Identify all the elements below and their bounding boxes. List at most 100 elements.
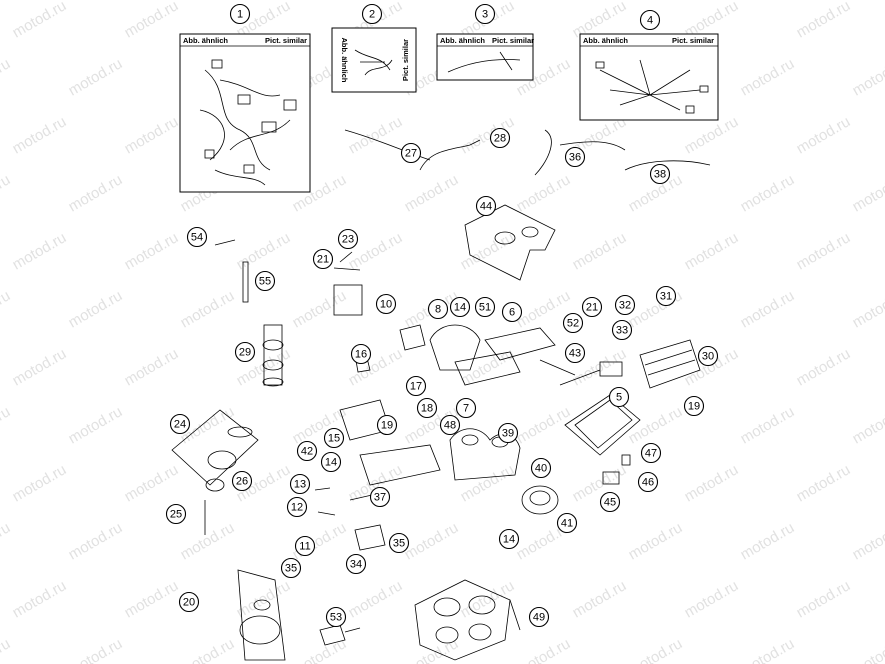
callout-20: 20 (178, 591, 200, 613)
callout-46: 46 (637, 471, 659, 493)
callout-25: 25 (165, 503, 187, 525)
watermark-text: motod.ru (66, 287, 126, 331)
watermark-text: motod.ru (794, 577, 854, 621)
callout-label: 52 (567, 318, 579, 330)
watermark-text: motod.ru (178, 287, 238, 331)
callout-label: 39 (502, 428, 514, 440)
watermark-text: motod.ru (234, 229, 294, 273)
watermark-text: motod.ru (794, 461, 854, 505)
watermark-text: motod.ru (122, 113, 182, 157)
callout-label: 14 (503, 534, 515, 546)
box2-label-right: Pict. similar (401, 39, 410, 81)
watermark-text: motod.ru (66, 55, 126, 99)
callout-label: 36 (569, 152, 581, 164)
ecu-bracket-drawing (399, 324, 601, 386)
small-sensors-lower-drawing (314, 487, 386, 551)
callout-10: 10 (375, 293, 397, 315)
callout-29: 29 (234, 341, 256, 363)
intake-39-drawing (449, 428, 521, 481)
callout-label: 46 (642, 477, 654, 489)
callout-label: 35 (285, 563, 297, 575)
callout-6: 6 (501, 301, 523, 323)
callout-40: 40 (530, 457, 552, 479)
callout-label: 51 (479, 302, 491, 314)
watermark-text: motod.ru (570, 577, 630, 621)
relay-45-drawing (602, 454, 631, 485)
watermark-text: motod.ru (738, 403, 798, 447)
watermark-text: motod.ru (458, 345, 518, 389)
callout-label: 37 (374, 492, 386, 504)
relay-29-drawing (262, 324, 284, 387)
callout-label: 34 (350, 559, 362, 571)
callout-label: 40 (535, 463, 547, 475)
watermark-text: motod.ru (626, 635, 686, 664)
callout-44: 44 (475, 195, 497, 217)
callout-4: 4 (639, 9, 661, 31)
callout-label: 45 (604, 497, 616, 509)
module-40-drawing (521, 485, 559, 515)
callout-label: 1 (237, 9, 243, 21)
callout-label: 19 (688, 401, 700, 413)
cables-upper-drawing (344, 129, 711, 176)
watermark-text: motod.ru (10, 0, 70, 41)
callout-19: 19 (683, 395, 705, 417)
inset-box-1: Abb. ähnlich Pict. similar (179, 33, 311, 193)
callout-label: 5 (616, 392, 622, 404)
watermark-text: motod.ru (178, 519, 238, 563)
callout-18: 18 (416, 397, 438, 419)
callout-39: 39 (497, 422, 519, 444)
callout-label: 30 (702, 351, 714, 363)
watermark-text: motod.ru (290, 287, 350, 331)
callout-33: 33 (611, 319, 633, 341)
callout-label: 25 (170, 509, 182, 521)
main-wiring-harness-drawing (199, 59, 297, 186)
callout-label: 32 (619, 300, 631, 312)
callout-54: 54 (186, 226, 208, 248)
watermark-text: motod.ru (682, 577, 742, 621)
callout-label: 23 (342, 234, 354, 246)
harness-2-drawing (354, 49, 393, 76)
inset-box-4: Abb. ähnlich Pict. similar (579, 33, 719, 121)
small-parts-left-drawing (214, 239, 363, 316)
watermark-text: motod.ru (626, 519, 686, 563)
watermark-text: motod.ru (794, 113, 854, 157)
callout-21: 21 (312, 248, 334, 270)
callout-label: 47 (645, 448, 657, 460)
box4-label-left: Abb. ähnlich (583, 36, 628, 45)
callout-30: 30 (697, 345, 719, 367)
callout-14: 14 (320, 451, 342, 473)
callout-label: 28 (494, 133, 506, 145)
box3-label-right: Pict. similar (492, 36, 534, 45)
callout-label: 41 (561, 518, 573, 530)
callout-label: 21 (317, 254, 329, 266)
callout-24: 24 (169, 413, 191, 435)
callout-label: 49 (533, 612, 545, 624)
callout-label: 15 (328, 433, 340, 445)
callout-label: 26 (236, 476, 248, 488)
callout-5: 5 (608, 386, 630, 408)
box-label-right: Pict. similar (265, 36, 307, 45)
watermark-text: motod.ru (10, 577, 70, 621)
watermark-text: motod.ru (794, 345, 854, 389)
watermark-text: motod.ru (234, 577, 294, 621)
callout-37: 37 (369, 486, 391, 508)
callout-label: 31 (660, 291, 672, 303)
callout-label: 54 (191, 232, 203, 244)
callout-label: 48 (444, 420, 456, 432)
watermark-text: motod.ru (738, 519, 798, 563)
callout-3: 3 (474, 3, 496, 25)
callout-label: 55 (259, 276, 271, 288)
callout-21: 21 (581, 296, 603, 318)
watermark-text: motod.ru (66, 519, 126, 563)
callout-17: 17 (405, 375, 427, 397)
watermark-text: motod.ru (122, 0, 182, 41)
watermark-text: motod.ru (514, 171, 574, 215)
harness-3-drawing (447, 51, 521, 73)
callout-label: 17 (410, 381, 422, 393)
watermark-text: motod.ru (850, 519, 885, 563)
callout-13: 13 (289, 473, 311, 495)
callout-label: 7 (463, 403, 469, 415)
callout-label: 43 (569, 348, 581, 360)
callout-label: 33 (616, 325, 628, 337)
